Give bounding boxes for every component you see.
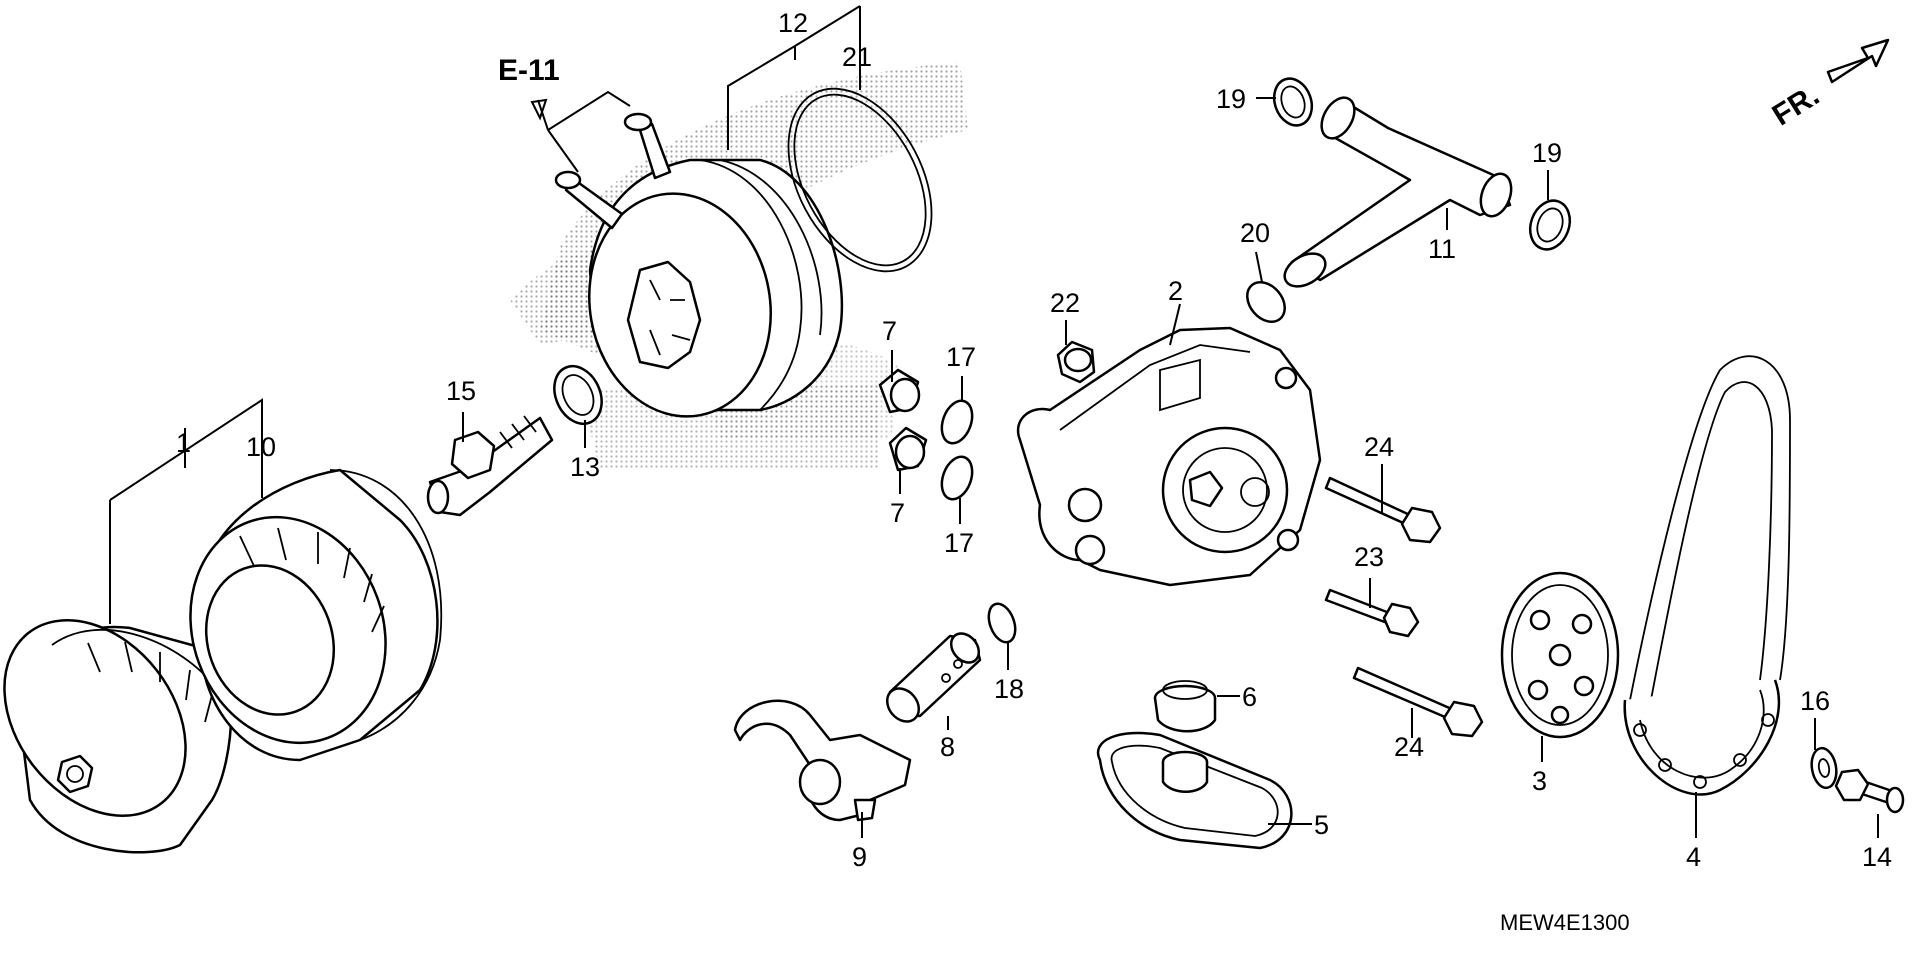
part-label-15: 15 bbox=[446, 376, 476, 406]
part-label-24-upper: 24 bbox=[1364, 432, 1394, 462]
part-label-21: 21 bbox=[842, 42, 872, 72]
part-label-3: 3 bbox=[1532, 766, 1547, 796]
part-label-2: 2 bbox=[1168, 276, 1183, 306]
part-oil-pan-cover bbox=[1096, 731, 1293, 850]
part-union-bolt bbox=[426, 415, 554, 517]
part-collar-22 bbox=[1056, 340, 1096, 384]
part-sprocket bbox=[1500, 571, 1620, 739]
diagram-code: MEW4E1300 bbox=[1500, 910, 1630, 935]
part-washer-16 bbox=[1810, 746, 1838, 790]
part-label-7-lower: 7 bbox=[890, 498, 905, 528]
part-oil-cooler bbox=[554, 112, 844, 418]
reference-label: E-11 bbox=[498, 54, 560, 87]
part-relief-valve bbox=[885, 632, 982, 723]
part-label-24-lower: 24 bbox=[1394, 732, 1424, 762]
part-label-12: 12 bbox=[778, 8, 808, 38]
part-label-10: 10 bbox=[246, 432, 276, 462]
part-chain bbox=[1623, 355, 1791, 796]
part-oil-strainer bbox=[733, 699, 912, 822]
part-label-6: 6 bbox=[1242, 682, 1257, 712]
part-oring-18 bbox=[987, 602, 1017, 644]
part-oil-filter bbox=[189, 468, 443, 762]
leader-lines bbox=[109, 5, 1879, 838]
front-direction-indicator: FR. bbox=[1767, 38, 1890, 133]
part-bolts bbox=[1324, 476, 1484, 738]
part-label-9: 9 bbox=[852, 842, 867, 872]
part-label-23: 23 bbox=[1354, 542, 1384, 572]
part-label-20: 20 bbox=[1240, 218, 1270, 248]
part-bolt-14 bbox=[1834, 768, 1905, 814]
part-label-13: 13 bbox=[570, 452, 600, 482]
part-label-16: 16 bbox=[1800, 686, 1830, 716]
part-label-22: 22 bbox=[1050, 288, 1080, 318]
part-label-14: 14 bbox=[1862, 842, 1892, 872]
part-label-18: 18 bbox=[994, 674, 1024, 704]
part-labels: 1 2 3 4 5 6 7 7 8 9 10 11 12 13 14 15 16… bbox=[176, 8, 1892, 872]
part-label-19-left: 19 bbox=[1216, 84, 1246, 114]
part-seal-6 bbox=[1153, 680, 1217, 733]
part-label-11: 11 bbox=[1428, 234, 1456, 264]
part-label-8: 8 bbox=[940, 732, 955, 762]
part-label-7-upper: 7 bbox=[882, 316, 897, 346]
part-oring-13 bbox=[553, 365, 603, 425]
part-dowel-pins bbox=[878, 368, 928, 472]
part-seals-19 bbox=[1272, 77, 1572, 251]
front-direction-label: FR. bbox=[1767, 79, 1825, 133]
part-oring-17 bbox=[940, 399, 974, 501]
part-t-pipe bbox=[1283, 96, 1513, 288]
part-label-1: 1 bbox=[176, 428, 191, 458]
part-oil-pump bbox=[1017, 326, 1322, 587]
part-oring-20 bbox=[1246, 281, 1286, 323]
part-label-17-upper: 17 bbox=[946, 342, 976, 372]
part-label-5: 5 bbox=[1314, 810, 1329, 840]
part-label-17-lower: 17 bbox=[944, 528, 974, 558]
part-oring-21 bbox=[787, 87, 933, 273]
part-label-19-right: 19 bbox=[1532, 138, 1562, 168]
part-label-4: 4 bbox=[1686, 842, 1701, 872]
